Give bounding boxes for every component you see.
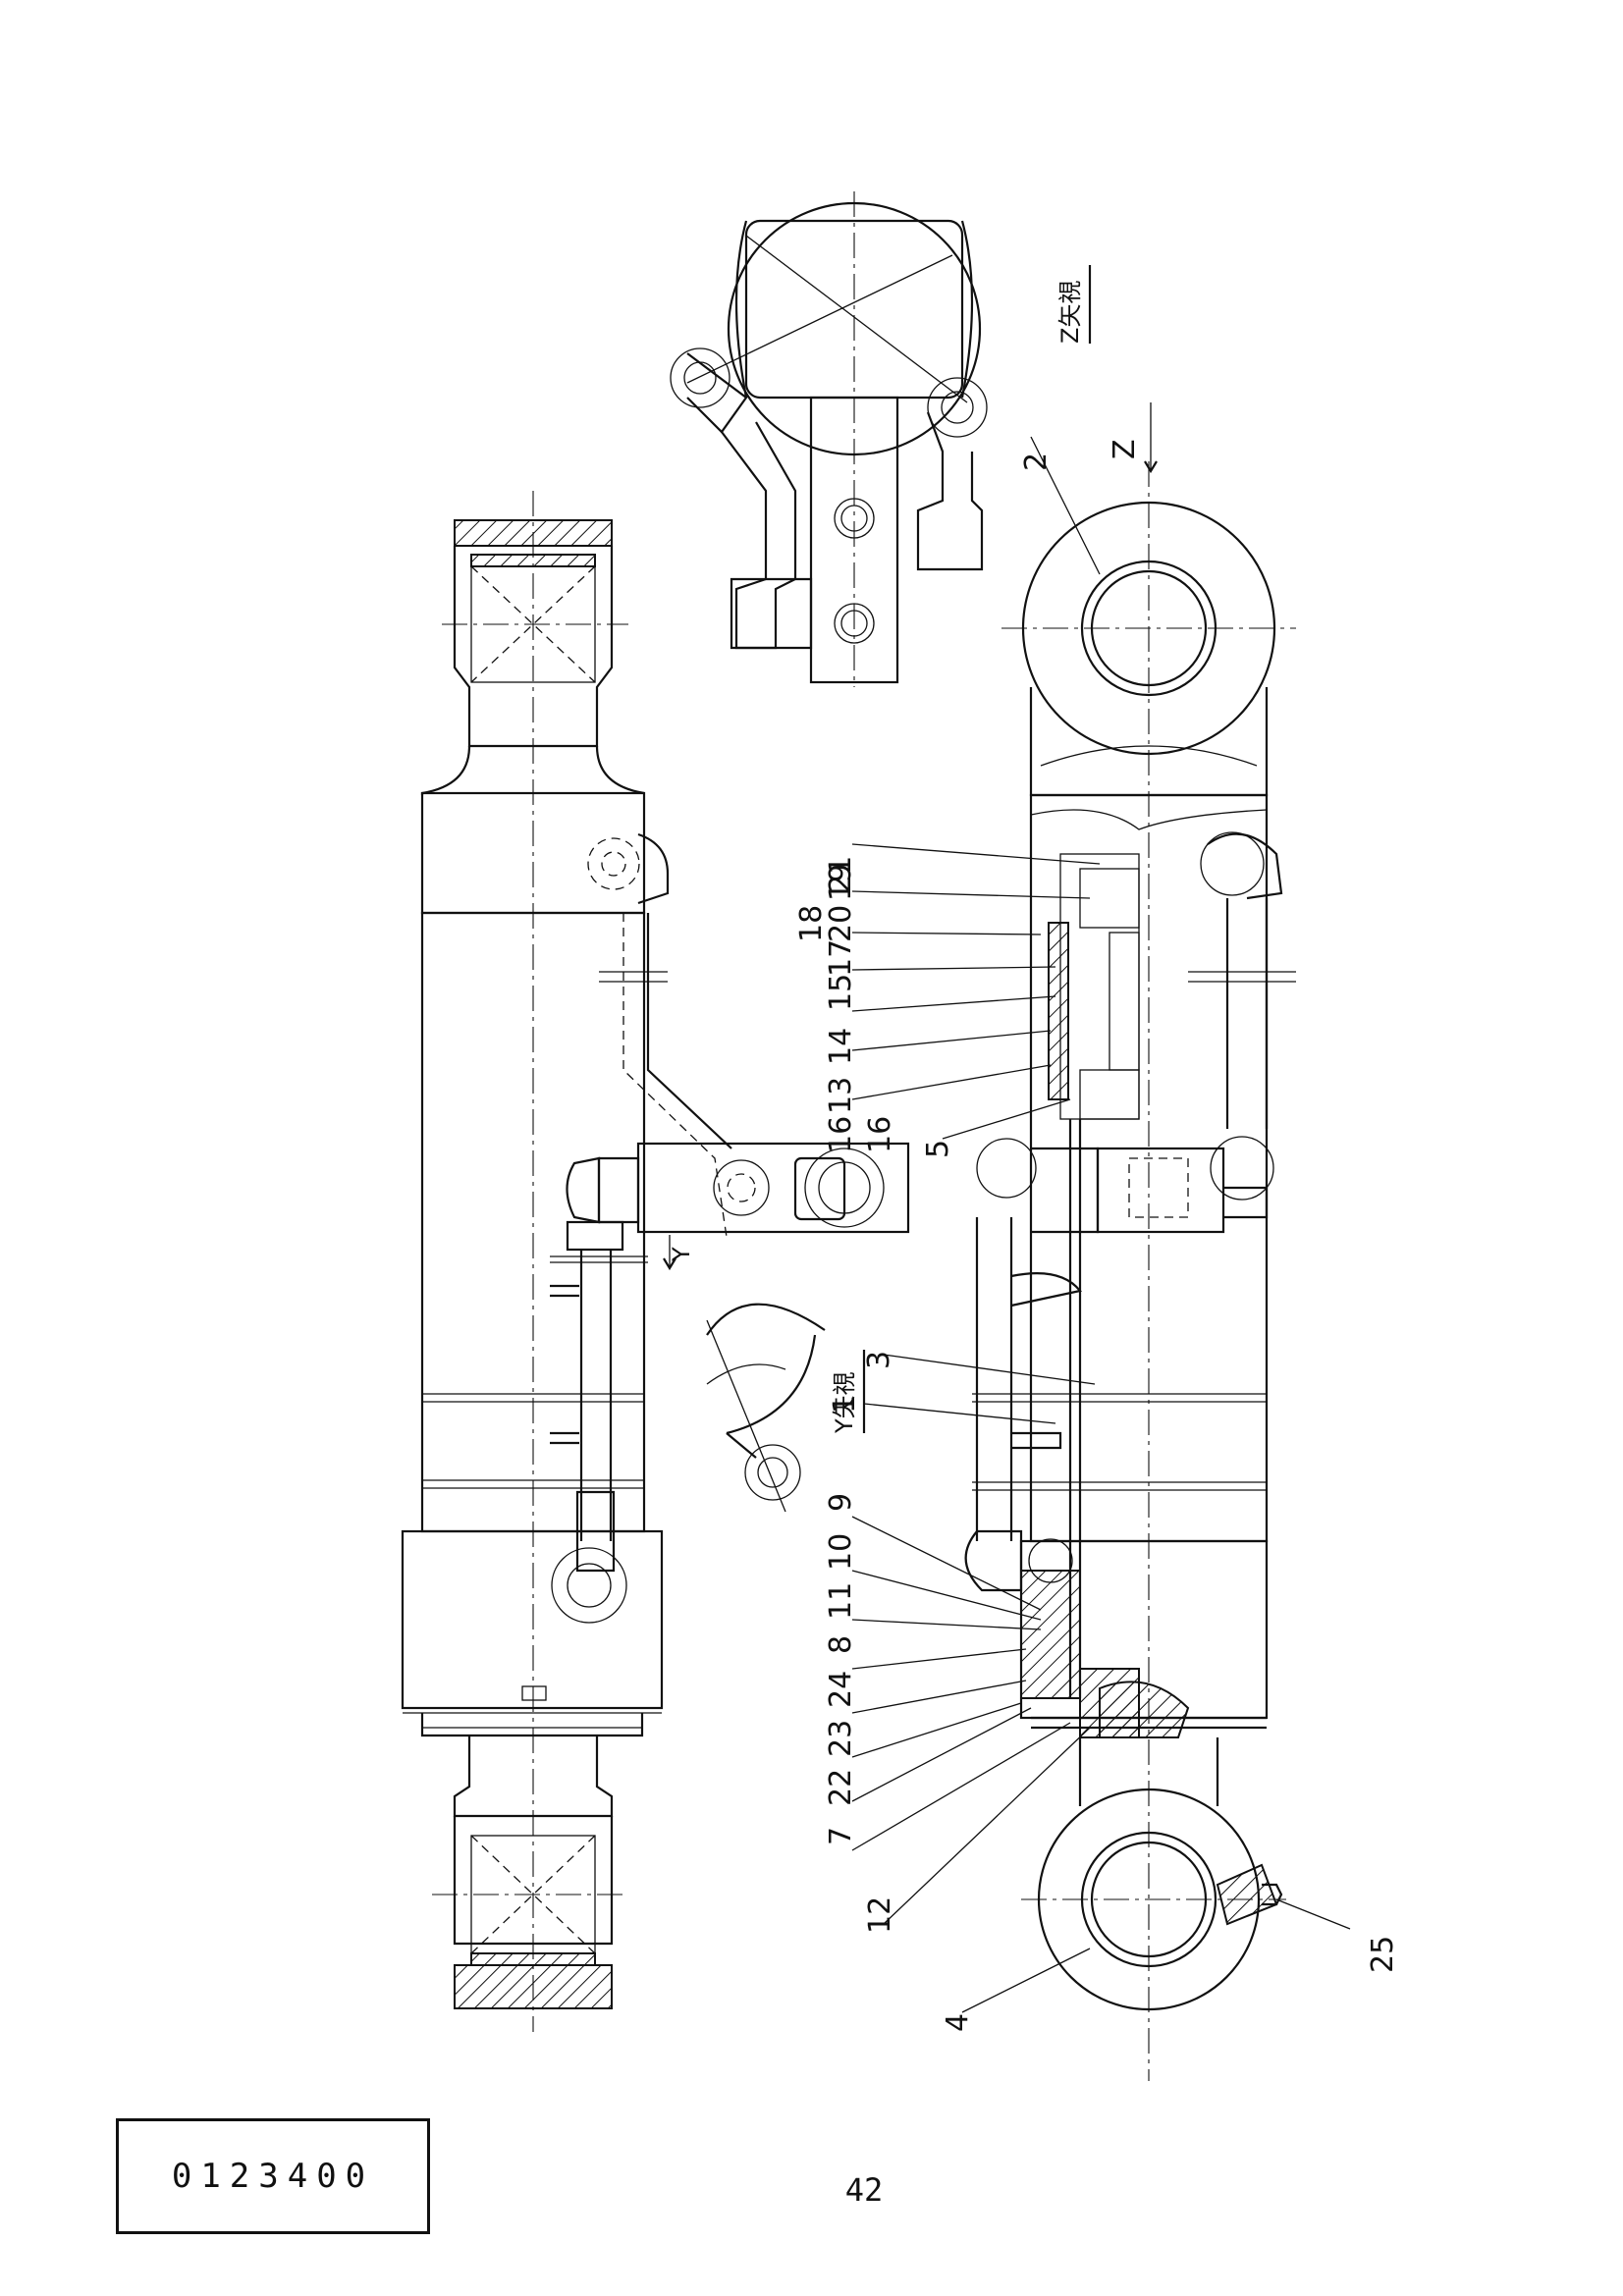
drawing-number: 0123400 — [171, 2157, 375, 2196]
callout-19: 19 — [824, 864, 858, 901]
arrow-y-label: Y — [668, 1247, 695, 1262]
callout-24: 24 — [824, 1671, 858, 1708]
left-external-view — [401, 491, 910, 2032]
callout-11: 11 — [824, 1582, 858, 1620]
z-view-label: Z矢視 — [1056, 281, 1084, 344]
callout-18: 18 — [794, 905, 829, 942]
z-view-detail: Z矢視 — [670, 191, 1092, 687]
callout-21: 21 — [824, 856, 858, 893]
callout-8: 8 — [824, 1635, 858, 1654]
callout-14: 14 — [824, 1028, 858, 1065]
callout-4: 4 — [941, 2013, 975, 2032]
callout-10: 10 — [824, 1533, 858, 1571]
callout-16a: 16 — [824, 1116, 858, 1153]
callout-1: 1 — [828, 1395, 862, 1414]
right-section-view: Z — [964, 402, 1296, 2081]
callout-12: 12 — [863, 1896, 897, 1934]
callout-15: 15 — [824, 974, 858, 1011]
callout-16b: 16 — [863, 1116, 897, 1153]
arrow-z-label: Z — [1108, 439, 1142, 459]
y-view-label: Y矢視 — [831, 1371, 858, 1434]
callout-3: 3 — [862, 1351, 896, 1369]
callout-22: 22 — [824, 1769, 858, 1806]
callouts: 21 20 18 19 17 15 14 13 16 16 5 2 3 1 9 … — [794, 436, 1400, 2032]
y-view-detail: Y矢視 Y — [668, 1247, 866, 1513]
drawing-number-box: 0123400 — [116, 2118, 430, 2234]
callout-13: 13 — [824, 1077, 858, 1114]
page-number: 42 — [844, 2171, 884, 2209]
callout-2: 2 — [1019, 453, 1054, 471]
callout-17: 17 — [824, 939, 858, 977]
callout-5: 5 — [921, 1140, 955, 1158]
callout-9: 9 — [824, 1493, 858, 1512]
callout-7: 7 — [824, 1827, 858, 1845]
callout-23: 23 — [824, 1720, 858, 1757]
callout-25: 25 — [1366, 1936, 1400, 1973]
callout-20: 20 — [824, 905, 858, 942]
